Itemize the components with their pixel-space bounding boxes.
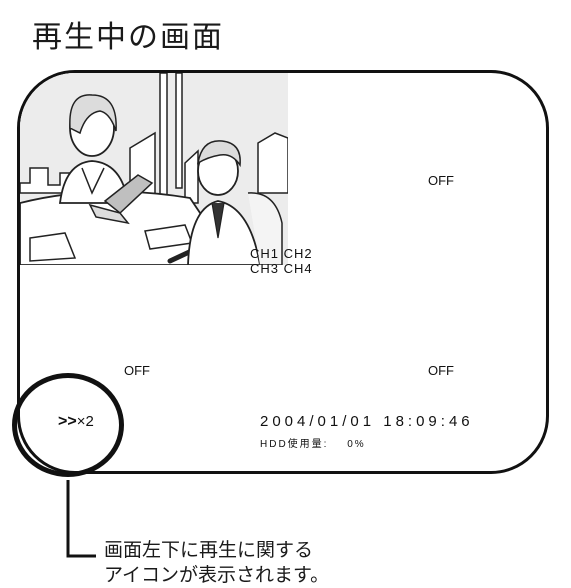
datetime-display: 2004/01/01 18:09:46 [260,413,474,430]
camera-scene-illustration [20,73,288,265]
caption-text: 画面左下に再生に関する アイコンが表示されます。 [104,538,329,588]
channel-grid-row1: CH1 CH2 [250,246,313,261]
callout-circle [12,373,124,477]
caption-line-2: アイコンが表示されます。 [104,564,330,586]
page-title: 再生中の画面 [32,20,224,55]
ch4-off-label: OFF [428,363,454,378]
hdd-usage-value: 0% [347,439,366,450]
ch2-off-label: OFF [428,173,454,188]
camera-feed-ch1 [20,73,288,265]
hdd-usage: HDD使用量: 0% [260,435,366,450]
caption-line-1: 画面左下に再生に関する [104,539,314,561]
channel-grid-row2: CH3 CH4 [250,261,313,276]
hdd-usage-label: HDD使用量: [260,439,329,450]
ch3-off-label: OFF [124,363,150,378]
